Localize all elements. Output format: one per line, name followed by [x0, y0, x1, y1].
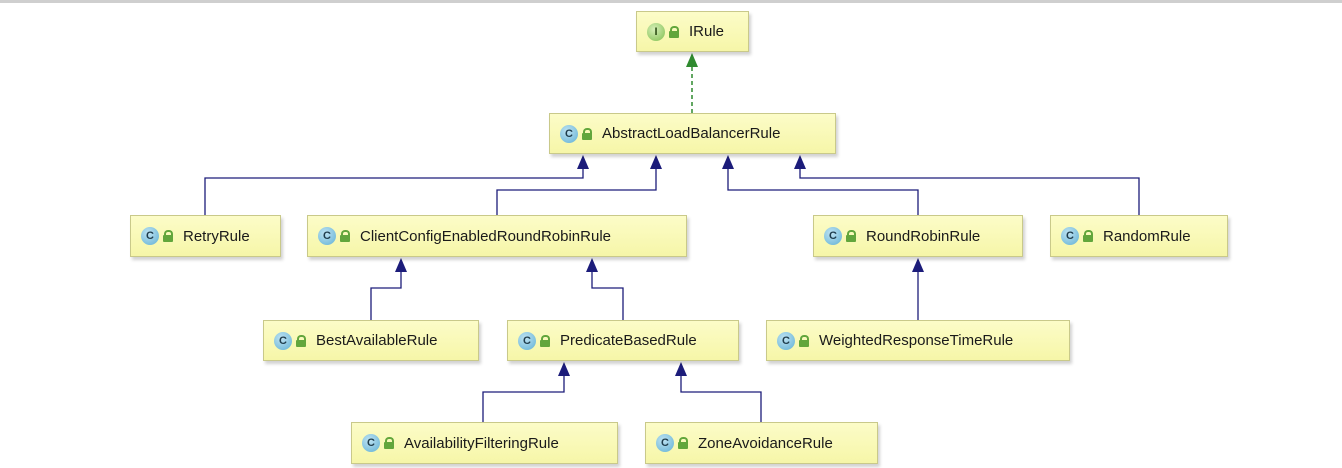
public-access-icon: [582, 127, 592, 140]
edge-predicatebasedrule-clientconfig: [591, 271, 624, 320]
node-label: RandomRule: [1103, 227, 1191, 245]
arrowhead-irule: [686, 53, 698, 67]
class-icon: C: [141, 227, 159, 245]
public-access-icon: [384, 437, 394, 449]
node-label: RoundRobinRule: [866, 227, 981, 245]
node-weightedresponsetimerule[interactable]: C WeightedResponseTimeRule: [766, 320, 1070, 361]
arrowhead-predicatebasedrule-1: [558, 362, 570, 376]
arrowhead-abstractloadbalancerrule-1: [577, 155, 589, 169]
arrowhead-abstractloadbalancerrule-3: [722, 155, 734, 169]
node-roundrobinrule[interactable]: C RoundRobinRule: [813, 215, 1023, 257]
class-icon: C: [362, 434, 380, 452]
node-clientconfigenabledroundrobinrule[interactable]: C ClientConfigEnabledRoundRobinRule: [307, 215, 687, 257]
class-icon: C: [777, 331, 795, 350]
node-label: AbstractLoadBalancerRule: [602, 125, 781, 142]
edge-retryrule-abstractloadbalancerrule: [204, 168, 584, 215]
class-icon: C: [560, 124, 578, 143]
node-predicatebasedrule[interactable]: C PredicateBasedRule: [507, 320, 739, 361]
public-access-icon: [846, 230, 856, 242]
node-randomrule[interactable]: C RandomRule: [1050, 215, 1228, 257]
node-label: RetryRule: [183, 227, 250, 245]
node-label: ZoneAvoidanceRule: [698, 434, 833, 452]
class-icon: C: [318, 227, 336, 245]
edge-clientconfig-abstractloadbalancerrule: [496, 168, 657, 215]
node-irule[interactable]: I IRule: [636, 11, 749, 52]
arrowhead-abstractloadbalancerrule-4: [794, 155, 806, 169]
public-access-icon: [540, 334, 550, 347]
node-availabilityfilteringrule[interactable]: C AvailabilityFilteringRule: [351, 422, 618, 464]
arrowhead-predicatebasedrule-2: [675, 362, 687, 376]
node-label: AvailabilityFilteringRule: [404, 434, 559, 452]
public-access-icon: [340, 230, 350, 242]
arrowhead-roundrobinrule: [912, 258, 924, 272]
arrowhead-abstractloadbalancerrule-2: [650, 155, 662, 169]
public-access-icon: [678, 437, 688, 449]
node-label: ClientConfigEnabledRoundRobinRule: [360, 227, 612, 245]
interface-icon: I: [647, 22, 665, 41]
class-icon: C: [656, 434, 674, 452]
arrowhead-clientconfig-2: [586, 258, 598, 272]
node-retryrule[interactable]: C RetryRule: [130, 215, 281, 257]
edge-availabilityfilteringrule-predicatebasedrule: [482, 375, 565, 422]
edge-roundrobinrule-abstractloadbalancerrule: [727, 168, 919, 215]
node-bestavailablerule[interactable]: C BestAvailableRule: [263, 320, 479, 361]
arrowhead-clientconfig-1: [395, 258, 407, 272]
node-abstractloadbalancerrule[interactable]: C AbstractLoadBalancerRule: [549, 113, 836, 154]
edge-bestavailablerule-clientconfig: [370, 271, 402, 320]
class-icon: C: [274, 331, 292, 350]
edge-zoneavoidancerule-predicatebasedrule: [680, 375, 762, 422]
edge-randomrule-abstractloadbalancerrule: [799, 168, 1140, 215]
node-label: IRule: [689, 23, 725, 40]
top-border: [0, 0, 1342, 3]
public-access-icon: [163, 230, 173, 242]
class-icon: C: [518, 331, 536, 350]
public-access-icon: [1083, 230, 1093, 242]
node-zoneavoidancerule[interactable]: C ZoneAvoidanceRule: [645, 422, 878, 464]
node-label: PredicateBasedRule: [560, 332, 697, 349]
class-icon: C: [824, 227, 842, 245]
node-label: WeightedResponseTimeRule: [819, 332, 1014, 349]
public-access-icon: [799, 334, 809, 347]
node-label: BestAvailableRule: [316, 332, 438, 349]
class-icon: C: [1061, 227, 1079, 245]
public-access-icon: [296, 334, 306, 347]
public-access-icon: [669, 25, 679, 38]
